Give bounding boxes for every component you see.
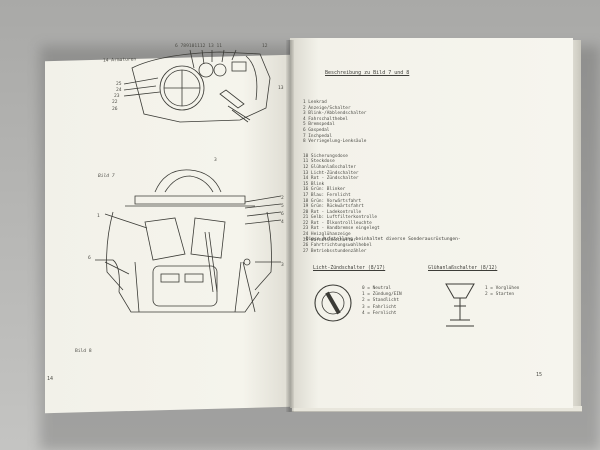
position-item: 2 = Standlicht [362, 298, 400, 304]
page-stack-bottom [292, 406, 582, 412]
position-item: 0 = Neutral [362, 286, 392, 291]
legend-item: 12 Glühanlaßschalter [303, 164, 356, 170]
callout-26: 26 [112, 107, 118, 112]
legend-item: 5 Bremspedal [303, 122, 335, 128]
legend-item: 22 Rot - Ölkontrollleuchte [303, 220, 372, 226]
legend-item: 24 Heizglühanzeige [303, 232, 351, 238]
glow-start-positions: 1 = Vorglühen 2 = Starten [485, 286, 519, 298]
right-page-number: 15 [536, 372, 543, 378]
callout-24: 24 [116, 88, 122, 93]
legend-item: 13 Licht-Zündschalter [303, 170, 359, 176]
callout-right-3: 3 [281, 263, 284, 268]
callout-22: 22 [112, 100, 118, 105]
position-item: 4 = Fernlicht [362, 310, 397, 316]
page-heading: Beschreibung zu Bild 7 und 8 [325, 70, 410, 76]
legend-item: 19 Grün: Rückwärtsfahrt [303, 204, 364, 210]
legend-item: 10 Sicherungsdose [303, 153, 348, 159]
legend-item: 23 Rot - Handbremse eingelegt [303, 226, 380, 232]
dashboard-drawing [123, 49, 271, 123]
legend-item: 2 Anzeige/Schalter [303, 105, 351, 111]
legend-gap [303, 145, 380, 154]
legend-item: 14 Rot - Zündschalter [303, 176, 359, 182]
light-ignition-switch-icon [314, 284, 352, 322]
position-item: 1 = Vorglühen [485, 286, 520, 291]
legend-item: 15 Blink [303, 181, 325, 187]
left-page-number: 14 [47, 376, 54, 382]
legend-item: 4 Fahrschalthebel [303, 116, 348, 122]
callout-23: 23 [114, 94, 120, 99]
book-gutter [286, 40, 294, 412]
legend-item: 1 Lenkrad [303, 100, 327, 105]
legend-item: 8 Verriegelung-Lenksäule [303, 139, 367, 145]
callout-12: 12 [262, 44, 268, 49]
callout-right-5: 5 [281, 204, 284, 209]
callout-25: 25 [116, 82, 122, 87]
equipment-note: -Diese Aufstellung beinhaltet diverse So… [303, 237, 461, 242]
light-ignition-positions: 0 = Neutral 1 = Zündung/EIN 2 = Standlic… [362, 286, 402, 317]
callout-right-2: 2 [281, 196, 284, 201]
position-item: 1 = Zündung/EIN [362, 292, 402, 298]
glow-start-switch-icon [445, 283, 475, 327]
legend-item: 7 Inchpedal [303, 133, 333, 139]
callout-top-3: 3 [214, 158, 217, 163]
callout-13: 13 [278, 86, 284, 91]
legend-item: 21 Gelb: Luftfilterkontrolle [303, 215, 378, 221]
legend-item: 16 Grün: Blinker [303, 187, 346, 193]
right-page [290, 38, 573, 408]
callouts-top-row: 6 789101112 13 11 [175, 44, 223, 49]
tractor-drawing [95, 169, 282, 313]
callout-left-6: 6 [88, 256, 91, 261]
legend-item: 26 Fahrtrichtungswahlhebel [303, 243, 372, 249]
position-item: 2 = Starten [485, 292, 515, 298]
caption-bild-8: Bild 8 [75, 349, 92, 354]
component-legend: 1 Lenkrad 2 Anzeige/Schalter 3 Blink-/Ab… [303, 100, 380, 254]
legend-item: 11 Steckdose [303, 159, 335, 165]
callout-left-1: 1 [97, 214, 100, 219]
callout-right-4: 4 [281, 220, 284, 225]
legend-item: 25 Warnblinkschalter [303, 237, 356, 243]
light-ignition-switch-title: Licht-Zündschalter (8/17) [313, 266, 386, 271]
legend-item: 3 Blink-/Abblendschalter [303, 111, 367, 117]
caption-bild-7: Bild 7 [98, 174, 115, 179]
callout-right-6: 6 [281, 212, 284, 217]
legend-item: 20 Rot - Ladekontrolle [303, 209, 362, 215]
position-item: 3 = Fahrlicht [362, 304, 397, 310]
legend-item: 27 Betriebsstundenzähler [303, 248, 367, 254]
legend-item: 17 Blau: Fernlicht [303, 192, 351, 198]
glow-start-switch-title: Glühanlaßschalter (8/12) [428, 266, 498, 271]
legend-item: 18 Grün: Vorwärtsfahrt [303, 198, 362, 204]
page-stack-edge [573, 40, 581, 410]
legend-item: 6 Gaspedal [303, 127, 330, 133]
